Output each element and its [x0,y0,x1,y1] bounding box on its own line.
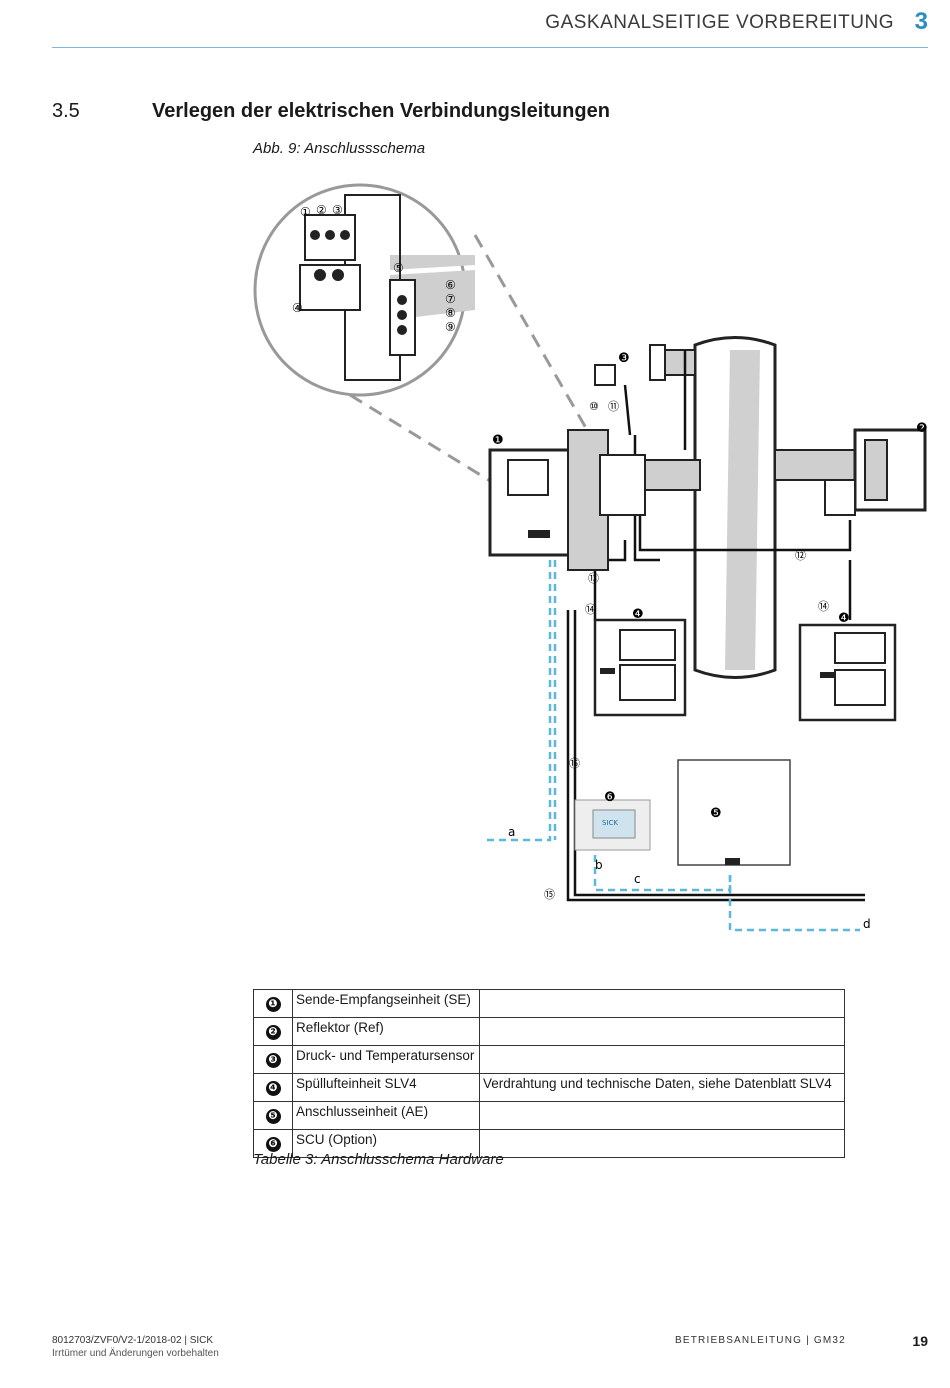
label-cable-13: ⑬ [588,572,599,585]
header-rule [52,47,928,48]
slv4-right: ⑭ ❹ [798,600,897,722]
label-se: ❶ [492,433,504,448]
label-ref: ❷ [916,421,928,436]
table-row: ❷ Reflektor (Ref) [253,1017,845,1046]
section-number: 3.5 [52,100,80,122]
table-caption: Tabelle 3: Anschlusschema Hardware [253,1151,504,1168]
zoom-label-3: ③ [332,203,343,217]
row-name: Anschlusseinheit (AE) [292,1101,480,1130]
row-note [479,1045,845,1074]
label-cable-15: ⑮ [544,888,555,901]
cables [566,350,865,902]
label-ae: ❺ [710,806,722,821]
page-number: 19 [912,1333,928,1349]
chapter-title: GASKANALSEITIGE VORBEREITUNG [545,12,894,33]
table-row: ❻ SCU (Option) [253,1129,845,1158]
footer-doc-id: 8012703/ZVF0/V2-1/2018-02 | SICK [52,1335,214,1346]
row-note [479,1129,845,1158]
row-note [479,1101,845,1130]
letter-b: b [595,858,603,872]
label-cable-12: ⑫ [795,549,806,562]
row-marker-cell: ❺ [253,1101,293,1130]
zoom-label-4: ④ [292,301,303,315]
row-marker-cell: ❹ [253,1073,293,1102]
zoom-label-9: ⑨ [445,320,456,334]
row-marker-cell: ❷ [253,1017,293,1046]
zoom-label-8: ⑧ [445,306,456,320]
label-cable-10: ⑩ [589,400,599,413]
se-unit: ❶ ⑩ ⑪ [488,400,646,571]
letter-c: c [634,872,641,886]
reflector-unit: ❷ [824,421,928,516]
connection-diagram: ① ② ③ ④ ⑤ ⑥ ⑦ ⑧ ⑨ ❸ [253,183,928,932]
zoom-leader-lines [349,234,592,492]
table-row: ❸ Druck- und Temperatursensor [253,1045,845,1074]
label-slv-right: ❹ [838,611,850,626]
legend-table: ❶ Sende-Empfangseinheit (SE) ❷ Reflektor (R… [253,989,845,1158]
row-name: Spüllufteinheit SLV4 [292,1073,480,1102]
footer-manual: BETRIEBSANLEITUNG | GM32 [675,1335,846,1346]
row-note: Verdrahtung und technische Daten, siehe … [479,1073,845,1102]
row-name: Druck- und Temperatursensor [292,1045,480,1074]
label-cable-14b: ⑭ [818,600,829,613]
row-marker: ❸ [265,1053,281,1068]
scu-brand: SICK [602,819,618,827]
section-title: Verlegen der elektrischen Verbindungslei… [152,100,610,122]
zoom-label-6: ⑥ [445,278,456,292]
chapter-number: 3 [914,8,928,35]
table-row: ❶ Sende-Empfangseinheit (SE) [253,989,845,1018]
row-marker: ❺ [265,1109,281,1124]
row-marker: ❶ [265,997,281,1012]
row-marker-cell: ❸ [253,1045,293,1074]
label-scu: ❻ [604,790,616,805]
row-note [479,989,845,1018]
row-name: Sende-Empfangseinheit (SE) [292,989,480,1018]
zoom-detail: ① ② ③ ④ ⑤ ⑥ ⑦ ⑧ ⑨ [253,183,475,397]
zoom-label-5: ⑤ [393,261,404,275]
dashed-cables [482,560,860,932]
letter-a: a [508,825,515,839]
row-marker: ❹ [265,1081,281,1096]
table-row: ❺ Anschlusseinheit (AE) [253,1101,845,1130]
slv4-left: ⑭ ❹ [585,603,687,717]
row-note [479,1017,845,1046]
zoom-label-7: ⑦ [445,292,456,306]
label-cable-14a: ⑭ [585,603,596,616]
zoom-label-1: ① [300,205,311,219]
zoom-label-2: ② [316,203,327,217]
label-sensor: ❸ [618,351,630,366]
footer-disclaimer: Irrtümer und Änderungen vorbehalten [52,1348,219,1359]
figure-caption: Abb. 9: Anschlussschema [253,140,426,157]
row-name: SCU (Option) [292,1129,480,1158]
row-name: Reflektor (Ref) [292,1017,480,1046]
label-slv-left: ❹ [632,607,644,622]
row-marker-cell: ❶ [253,989,293,1018]
label-cable-11: ⑪ [608,400,619,413]
row-marker-cell: ❻ [253,1129,293,1158]
letter-d: d [863,917,871,931]
label-cable-16: ⑯ [569,757,580,770]
scu-unit: SICK ❻ [574,790,651,851]
row-marker: ❷ [265,1025,281,1040]
row-marker: ❻ [265,1137,281,1152]
ae-unit: ❺ [677,759,791,866]
sensor-unit: ❸ [594,344,666,386]
